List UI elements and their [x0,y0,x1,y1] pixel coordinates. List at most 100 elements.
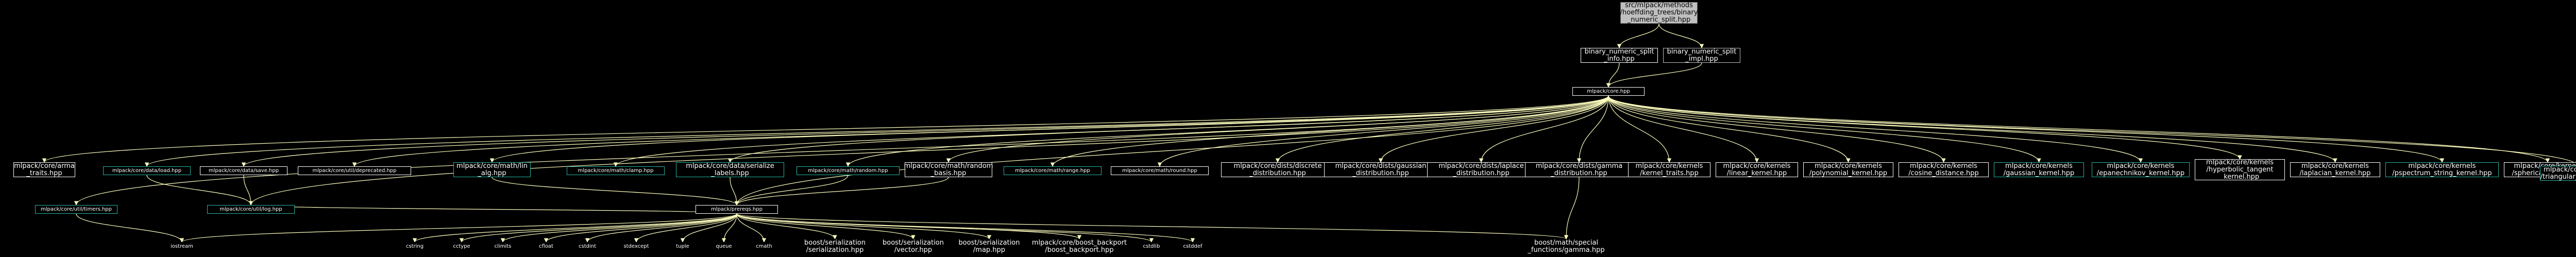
edge-core-to-math_lin_alg [490,95,1609,163]
node-bns-info[interactable]: binary_numeric_split _info.hpp [1581,48,1658,63]
node-bns-impl[interactable]: binary_numeric_split _impl.hpp [1663,48,1740,63]
edge-prereqs-to-gamma_hpp [736,213,1568,239]
node-log[interactable]: mlpack/core/util/log.hpp [207,205,295,214]
node-linear-kernel[interactable]: mlpack/core/kernels /linear_kernel.hpp [1716,162,1798,177]
edge-prereqs-to-cctype [459,213,737,243]
node-polynomial-kernel[interactable]: mlpack/core/kernels /polynomial_kernel.h… [1803,162,1893,177]
node-data-save[interactable]: mlpack/core/data/save.hpp [200,166,287,175]
edge-prereqs-to-cstddef [736,213,1195,243]
edge-bns_info-to-core [1606,62,1620,88]
node-discrete-dist[interactable]: mlpack/core/dists/discrete _distribution… [1221,162,1334,177]
node-laplacian[interactable]: mlpack/core/kernels /laplacian_kernel.hp… [2290,162,2380,177]
node-math-round[interactable]: mlpack/core/math/round.hpp [1111,166,1209,175]
node-random-basis[interactable]: mlpack/core/math/random _basis.hpp [904,162,993,177]
node-laplace-dist[interactable]: mlpack/core/dists/laplace _distribution.… [1427,162,1535,177]
node-math-random[interactable]: mlpack/core/math/random.hpp [796,166,900,175]
node-math-clamp[interactable]: mlpack/core/math/clamp.hpp [567,166,665,175]
node-cstdlib: cstdlib [1136,242,1167,251]
edge-serialize_labels-to-prereqs [730,177,739,205]
edge-prereqs-to-ser_serialization [736,213,837,239]
edge-core-to-kernel_traits [1608,95,1672,163]
node-queue: queue [711,242,737,251]
node-core[interactable]: mlpack/core.hpp [1572,87,1645,96]
edge-core-to-triangular [1608,95,2576,166]
edge-bns_impl-to-core [1606,62,1702,88]
edge-core-to-spherical [1608,95,2550,163]
edge-timers-to-iostream [76,213,184,243]
node-hyperbolic[interactable]: mlpack/core/kernels /hyperbolic_tangent … [2195,159,2285,180]
edge-core-to-math_random [845,95,1609,167]
edge-core-to-gaussian_dist [1378,95,1609,163]
edge-core-to-timers [74,95,1609,205]
node-gaussian-kernel[interactable]: mlpack/core/kernels /gaussian_kernel.hpp [1994,162,2084,177]
edge-prereqs-to-cstring [412,213,737,243]
edge-prereqs-to-cmath [736,213,767,243]
edge-core-to-gamma_dist [1577,95,1609,163]
node-pspectrum[interactable]: mlpack/core/kernels /pspectrum_string_ke… [2385,162,2499,177]
edge-prereqs-to-iostream [180,213,737,243]
node-epanechnikov[interactable]: mlpack/core/kernels /epanechnikov_kernel… [2092,162,2190,177]
edge-prereqs-to-climits [500,213,737,243]
edge-root-to-bns_info [1617,23,1659,48]
edge-prereqs-to-cstdint [585,213,737,243]
edge-core-to-data_load [145,95,1609,167]
edge-data_load-to-log [146,175,253,205]
edge-prereqs-to-cfloat [544,213,737,243]
edge-core-to-discrete_dist [1275,95,1609,163]
node-root[interactable]: src/mlpack/methods /hoeffding_trees/bina… [1620,2,1698,24]
edge-prereqs-to-tuple [680,213,737,243]
edge-core-to-random_basis [946,95,1609,163]
edge-math_random-to-prereqs [734,175,849,205]
edge-core-to-math_round [1157,95,1609,167]
node-climits: climits [487,242,518,251]
node-ser-serialization: boost/serialization /serialization.hpp [798,239,872,254]
node-arma-traits[interactable]: mlpack/core/arma _traits.hpp [13,162,75,177]
node-timers[interactable]: mlpack/core/util/timers.hpp [35,205,117,214]
edge-core-to-linear_kernel [1608,95,1759,163]
edge-core-to-gaussian_kernel [1608,95,2041,163]
node-cfloat: cfloat [531,242,562,251]
edge-prereqs-to-stdexcept [634,213,737,243]
edge-root-to-bns_impl [1658,23,1704,48]
edge-core-to-prereqs [734,95,1609,205]
node-serialize-labels[interactable]: mlpack/core/data/serialize _labels.hpp [676,162,784,177]
node-cstdint: cstdint [572,242,603,251]
edge-core-to-polynomial_kernel [1608,95,1851,163]
node-cmath: cmath [751,242,777,251]
node-tuple: tuple [670,242,696,251]
edge-core-to-laplace_dist [1479,95,1609,163]
node-ser-map: boost/serialization /map.hpp [953,239,1025,254]
node-kernel-traits[interactable]: mlpack/core/kernels /kernel_traits.hpp [1628,162,1710,177]
edge-prereqs-to-queue [721,213,737,243]
edge-prereqs-to-ser_vector [736,213,916,239]
node-data-load[interactable]: mlpack/core/data/load.hpp [103,166,191,175]
node-math-lin-alg[interactable]: mlpack/core/math/lin _alg.hpp [453,162,531,177]
edge-prereqs-to-ser_map [736,213,992,239]
edge-core-to-arma_traits [42,95,1609,163]
edge-core-to-log [248,95,1609,205]
edge-core-to-epanechnikov [1608,95,2143,163]
edge-core-to-cosine_distance [1608,95,1946,163]
edge-log-to-prereqs [250,204,739,214]
node-cosine-distance[interactable]: mlpack/core/kernels /cosine_distance.hpp [1899,162,1989,177]
node-cstring: cstring [397,242,433,251]
node-stdexcept: stdexcept [618,242,654,251]
node-triangular[interactable]: mlpack/core/kernels /triangular_kernel.h… [2540,166,2576,181]
node-math-range[interactable]: mlpack/core/math/range.hpp [1004,166,1101,175]
edge-core-to-laplacian [1608,95,2337,163]
node-deprecated[interactable]: mlpack/core/util/deprecated.hpp [298,166,411,175]
node-prereqs[interactable]: mlpack/prereqs.hpp [696,205,778,214]
edge-random_basis-to-prereqs [734,177,949,205]
node-iostream: iostream [164,242,200,251]
node-boost-backport: mlpack/core/boost_backport /boost_backpo… [1028,239,1131,254]
edge-math_lin_alg-to-prereqs [492,177,739,205]
node-gaussian-dist[interactable]: mlpack/core/dists/gaussian _distribution… [1324,162,1437,177]
node-cctype: cctype [446,242,477,251]
node-gamma-dist[interactable]: mlpack/core/dists/gamma _distribution.hp… [1525,162,1633,177]
edge-core-to-data_save [242,95,1609,167]
edge-core-to-math_range [1050,95,1609,167]
edge-core-to-serialize_labels [728,95,1609,163]
node-ser-vector: boost/serialization /vector.hpp [876,239,951,254]
